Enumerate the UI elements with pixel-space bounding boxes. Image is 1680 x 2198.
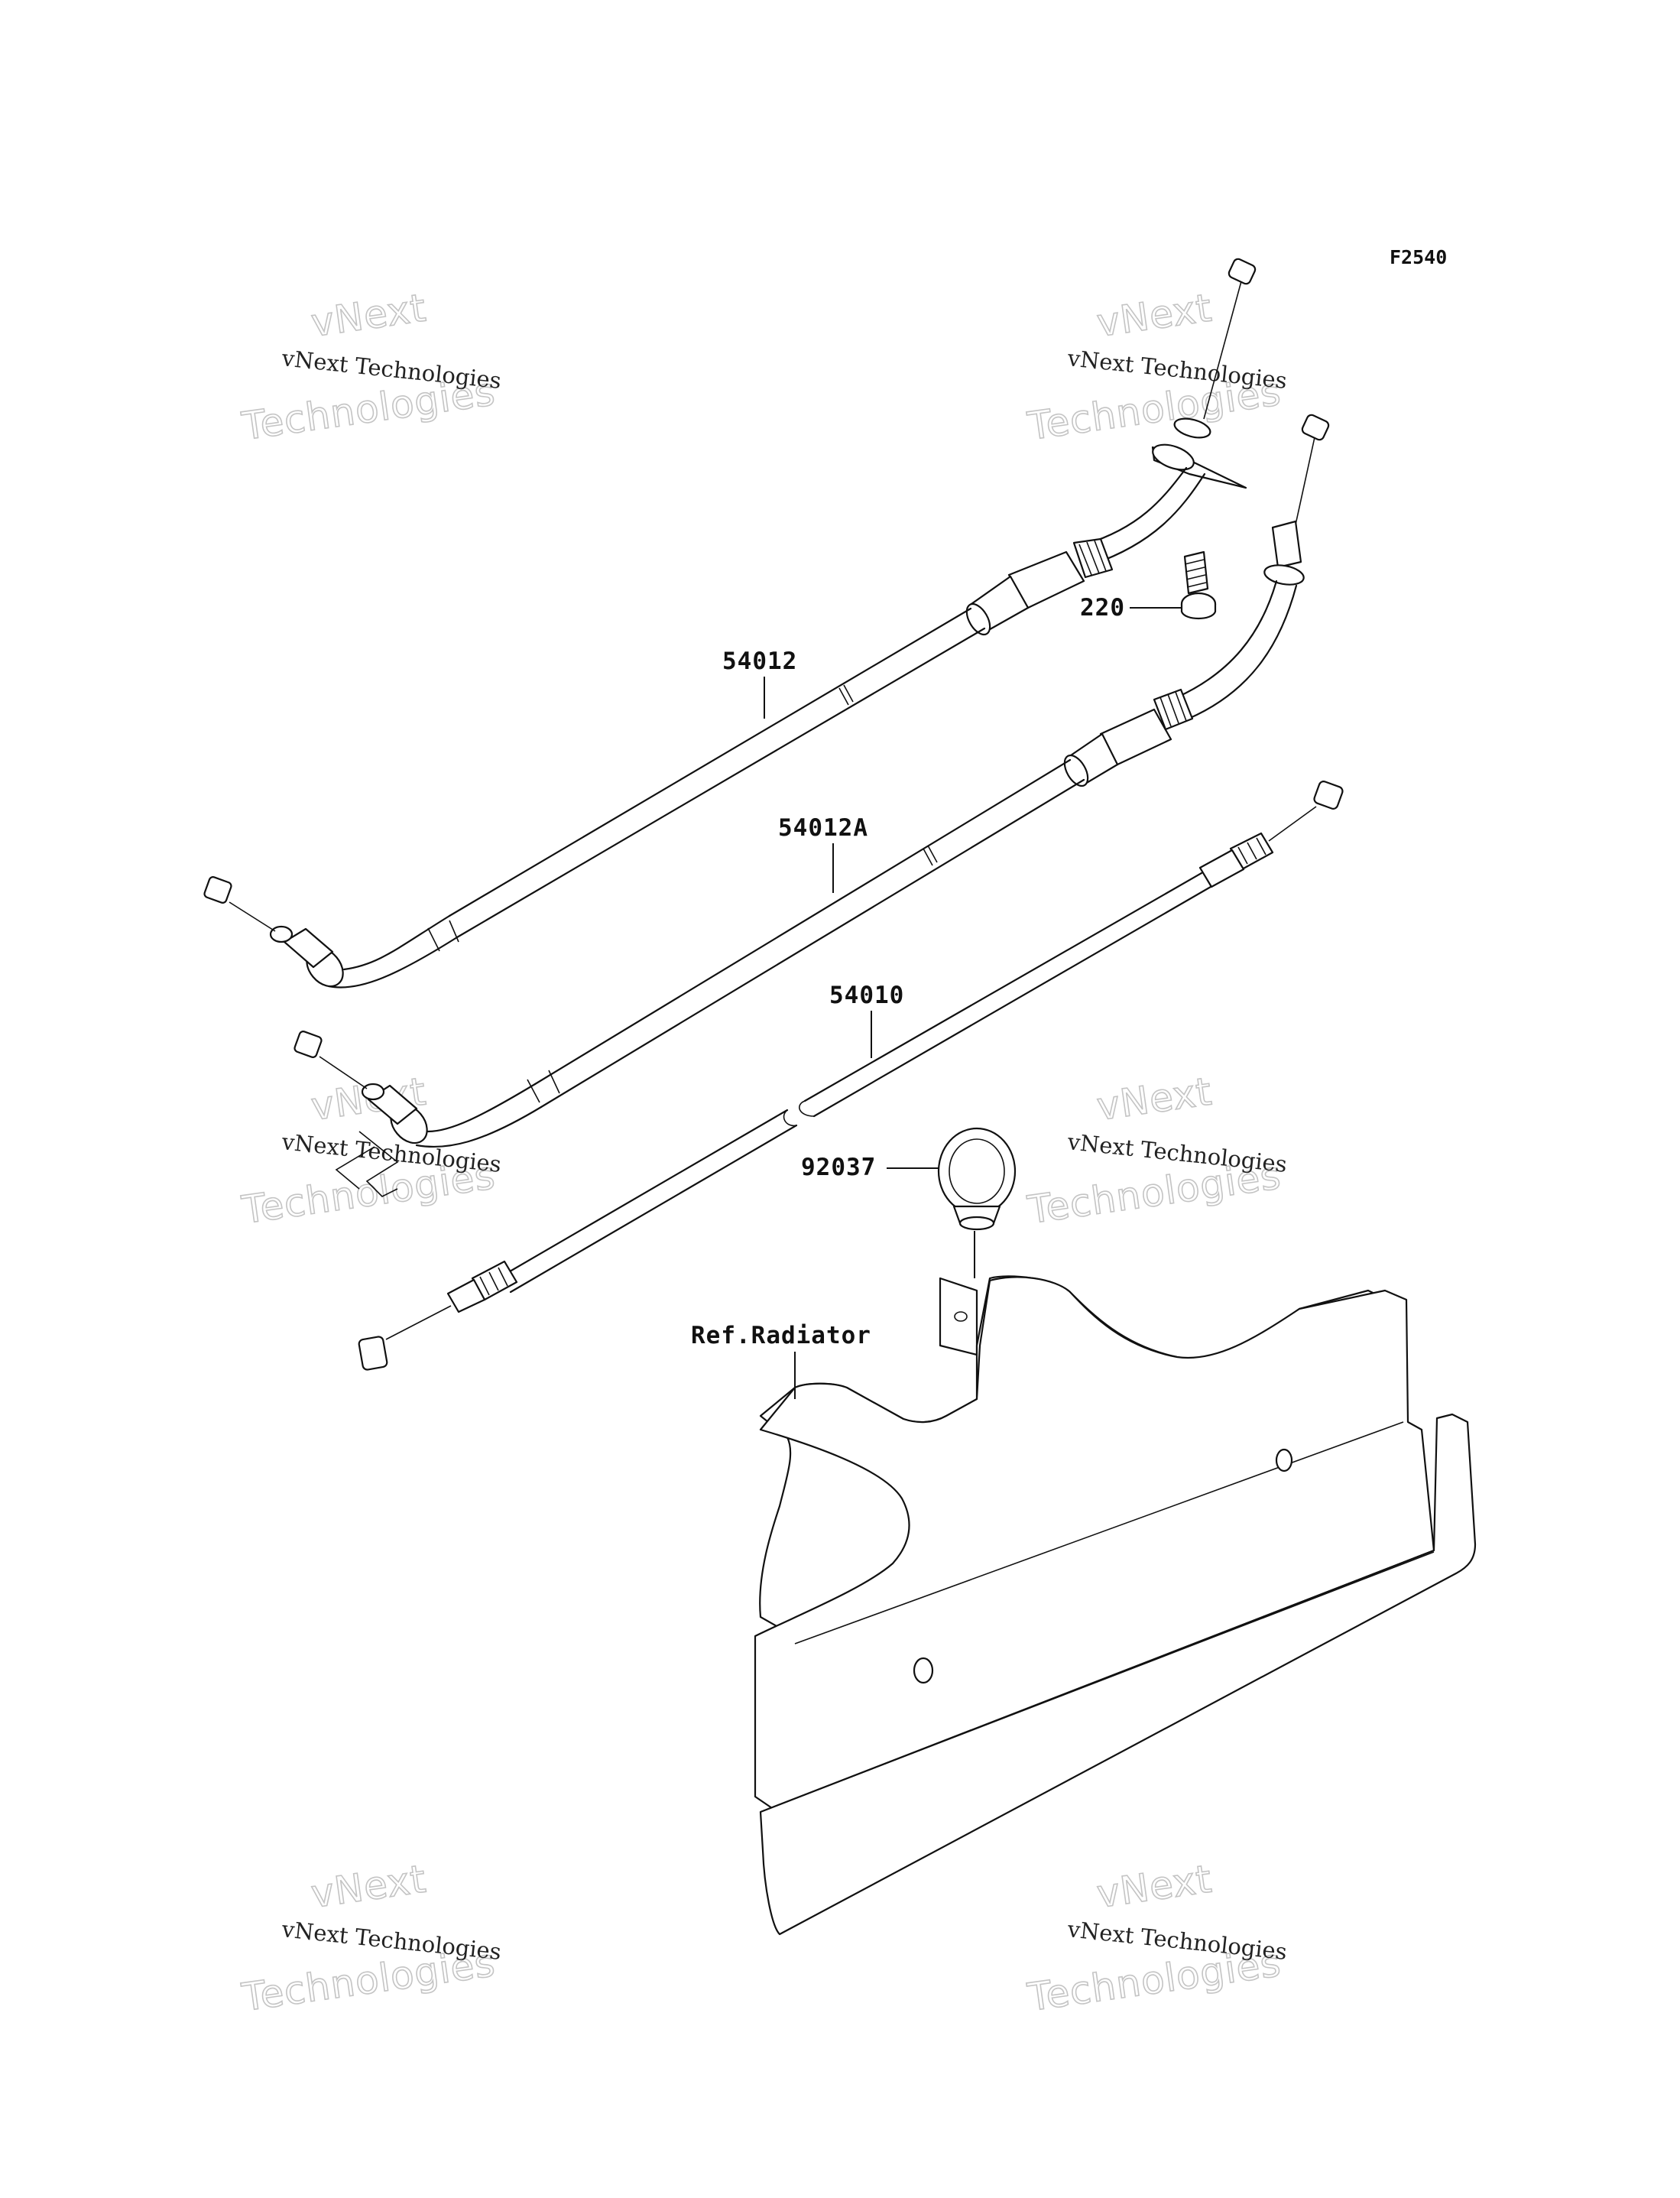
cable-54010: 54010 (358, 781, 1344, 1371)
svg-text:vNext: vNext (1095, 1069, 1215, 1128)
cable-54012: 54012 (203, 258, 1257, 989)
ref-radiator-label: Ref.Radiator (691, 1322, 871, 1349)
watermark-bottom-left: vNext Technologies vNext Technologies (238, 1856, 503, 2021)
watermark-top-right: vNext Technologies vNext Technologies (1024, 285, 1289, 450)
svg-text:vNext: vNext (309, 1856, 430, 1916)
bolt-220: 220 (1080, 550, 1217, 622)
radiator-reference: Ref.Radiator (691, 1275, 1477, 1936)
cable-54012a: 54012A (294, 414, 1330, 1197)
bolt-220-label: 220 (1080, 594, 1125, 622)
watermark-bottom-right: vNext Technologies vNext Technologies (1024, 1856, 1289, 2021)
cable-54010-label: 54010 (829, 982, 904, 1009)
svg-text:vNext: vNext (1095, 285, 1215, 345)
watermark-middle-right: vNext Technologies vNext Technologies (1024, 1069, 1289, 1233)
grommet-92037: 92037 (801, 1127, 1017, 1278)
grommet-92037-label: 92037 (801, 1154, 876, 1181)
svg-text:vNext: vNext (1095, 1856, 1215, 1916)
cable-54012a-label: 54012A (778, 814, 868, 842)
figure-code: F2540 (1390, 246, 1447, 268)
svg-text:vNext: vNext (309, 285, 430, 345)
watermark-top-left: vNext Technologies vNext Technologies (238, 285, 503, 450)
cable-54012-label: 54012 (722, 648, 797, 675)
